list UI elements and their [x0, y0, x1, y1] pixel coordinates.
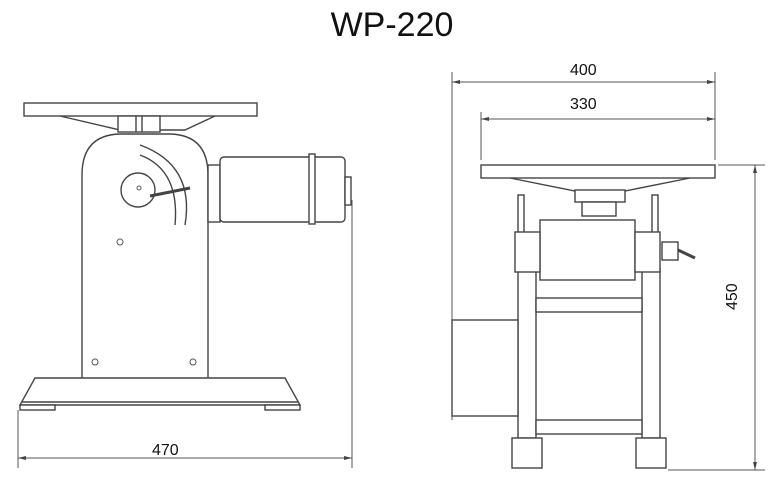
- table-width-dimension: 330: [570, 96, 597, 113]
- model-title: WP-220: [330, 6, 454, 44]
- height-dimension: 450: [724, 283, 741, 310]
- side-width-dimension: 470: [152, 442, 179, 459]
- overall-width-dimension: 400: [570, 62, 597, 79]
